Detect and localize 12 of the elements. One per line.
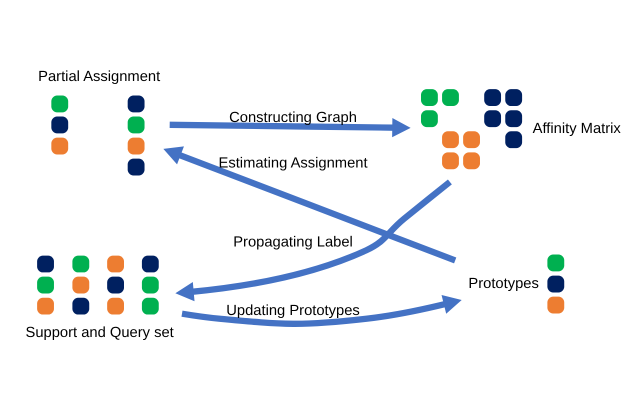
node-label: Support and Query set <box>26 324 174 340</box>
edge-label: Constructing Graph <box>229 110 357 126</box>
node-label: Affinity Matrix <box>532 120 621 137</box>
node-label: Partial Assignment <box>38 68 160 84</box>
node-label: Prototypes <box>468 275 539 292</box>
arrow <box>181 294 462 326</box>
edge-label: Updating Prototypes <box>226 302 360 318</box>
arrow <box>163 146 456 263</box>
arrow <box>175 178 452 301</box>
arrow <box>170 117 411 137</box>
edge-label: Propagating Label <box>233 234 353 250</box>
edge-label: Estimating Assignment <box>218 154 368 171</box>
